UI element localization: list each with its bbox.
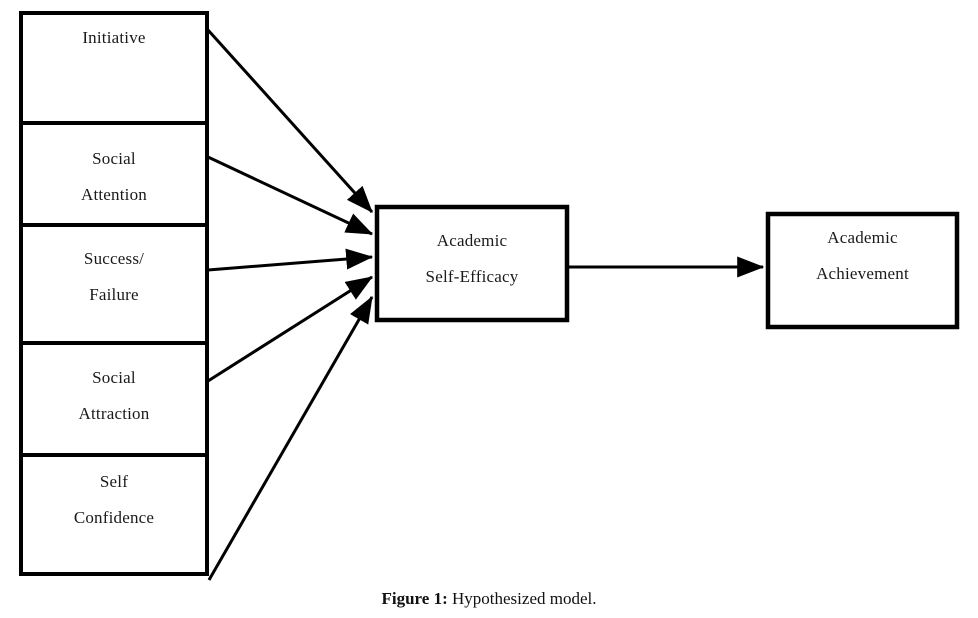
figure-caption-text: Hypothesized model. [447, 589, 597, 608]
arrow-social-attention-to-efficacy [207, 155, 374, 236]
figure-caption: Figure 1: Hypothesized model. [0, 589, 978, 609]
box-self-confidence [19, 453, 209, 576]
arrow-social-attraction-to-efficacy [207, 275, 374, 383]
box-social-attention [19, 121, 209, 227]
arrow-success-failure-to-efficacy [207, 248, 374, 272]
arrow-self-confidence-to-efficacy [207, 295, 374, 581]
figure-caption-prefix: Figure 1: [381, 589, 448, 608]
box-social-attraction [19, 341, 209, 457]
box-success-failure [19, 223, 209, 345]
box-academic-achievement [765, 211, 960, 330]
path-arrows [206, 28, 765, 581]
box-academic-self-efficacy [374, 204, 570, 323]
box-initiative [19, 11, 209, 125]
arrow-initiative-to-efficacy [206, 28, 374, 214]
predictor-stack [19, 11, 209, 576]
